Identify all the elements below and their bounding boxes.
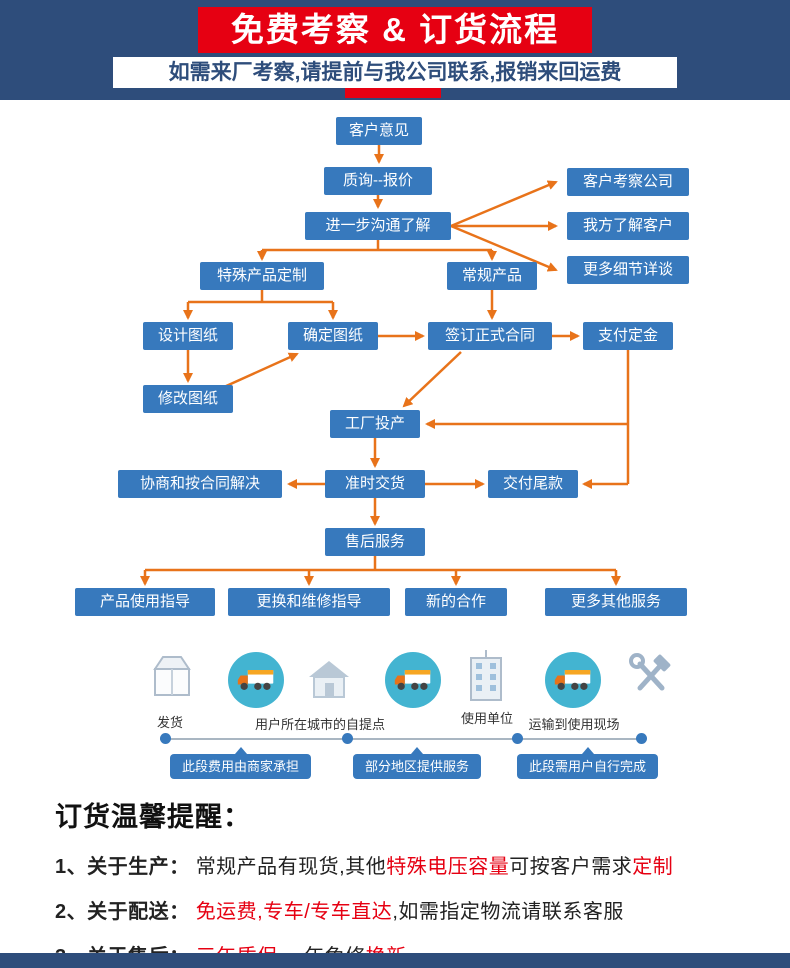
- logistics-strip: 发货 用户所在城市的自提点 使用单位 运输到使用现场 此段费用由商家承担 部分地…: [0, 640, 790, 800]
- flow-node-on-time-delivery: 准时交货: [325, 470, 425, 498]
- notes-section: 订货温馨提醒： 1、关于生产： 常规产品有现货,其他特殊电压容量可按客户需求定制…: [55, 795, 765, 968]
- flow-node-new-cooperation: 新的合作: [405, 588, 507, 616]
- segment-label-merchant-cost: 此段费用由商家承担: [170, 747, 312, 779]
- header-banner: 免费考察 & 订货流程 如需来厂考察,请提前与我公司联系,报销来回运费: [0, 0, 790, 100]
- note-item-delivery: 2、关于配送： 免运费,专车/专车直达,如需指定物流请联系客服: [55, 895, 765, 924]
- note-text-highlight: 定制: [632, 856, 674, 878]
- note-item-production: 1、关于生产： 常规产品有现货,其他特殊电压容量可按客户需求定制: [55, 850, 765, 879]
- note-prefix: 2、关于配送：: [55, 901, 190, 923]
- page-title: 免费考察 & 订货流程: [198, 7, 592, 53]
- stage-label-shipping: 发货: [156, 715, 183, 730]
- note-text: 常规产品有现货,其他: [195, 856, 387, 878]
- delivery-truck-icon: [228, 652, 284, 708]
- flow-node-regular-product: 常规产品: [447, 262, 537, 290]
- segment-label-user-complete: 此段需用户自行完成: [517, 747, 659, 779]
- delivery-truck-icon: [545, 652, 601, 708]
- building-icon: [466, 648, 506, 707]
- timeline-dot: [512, 733, 523, 744]
- flow-node-negotiate-contract: 协商和按合同解决: [118, 470, 282, 498]
- delivery-truck-icon: [385, 652, 441, 708]
- footer-bar: [0, 953, 790, 968]
- flow-node-after-sales-service: 售后服务: [325, 528, 425, 556]
- flow-node-repair-guidance: 更换和维修指导: [228, 588, 390, 616]
- note-text: 可按客户需求: [509, 856, 633, 878]
- flow-node-understand-customer: 我方了解客户: [567, 212, 689, 240]
- flow-node-usage-guidance: 产品使用指导: [75, 588, 215, 616]
- flow-node-custom-product: 特殊产品定制: [200, 262, 324, 290]
- note-text: ,如需指定物流请联系客服: [392, 901, 624, 923]
- repair-tools-icon: [626, 652, 674, 705]
- flow-node-further-communication: 进一步沟通了解: [305, 212, 451, 240]
- notes-heading: 订货温馨提醒：: [55, 802, 251, 832]
- flow-node-design-drawing: 设计图纸: [143, 322, 233, 350]
- flow-node-confirm-drawing: 确定图纸: [288, 322, 378, 350]
- flow-node-inquiry-quote: 质询--报价: [324, 167, 432, 195]
- timeline-dot: [342, 733, 353, 744]
- note-prefix: 1、关于生产：: [55, 856, 190, 878]
- flow-node-pay-deposit: 支付定金: [583, 322, 673, 350]
- flow-node-modify-drawing: 修改图纸: [143, 385, 233, 413]
- segment-label-partial-service: 部分地区提供服务: [353, 747, 482, 779]
- flow-node-customer-opinion: 客户意见: [336, 117, 422, 145]
- flow-node-more-details: 更多细节详谈: [567, 256, 689, 284]
- stage-label-transport-site: 运输到使用现场: [528, 717, 620, 732]
- house-icon: [306, 658, 352, 705]
- note-text-highlight: 免运费,专车/专车直达: [195, 901, 393, 923]
- flow-node-customer-visit-company: 客户考察公司: [567, 168, 689, 196]
- flow-node-sign-contract: 签订正式合同: [428, 322, 552, 350]
- flow-node-pay-balance: 交付尾款: [488, 470, 578, 498]
- page-subtitle: 如需来厂考察,请提前与我公司联系,报销来回运费: [113, 57, 677, 88]
- note-text-highlight: 特殊电压容量: [386, 856, 510, 878]
- package-icon: [146, 650, 198, 705]
- stage-label-user-unit: 使用单位: [460, 711, 513, 726]
- order-flowchart: 客户意见 质询--报价 进一步沟通了解 客户考察公司 我方了解客户 更多细节详谈…: [0, 100, 790, 640]
- timeline-line: [160, 738, 644, 740]
- red-accent-bar: [345, 88, 441, 98]
- flow-node-factory-production: 工厂投产: [330, 410, 420, 438]
- timeline-dot: [160, 733, 171, 744]
- flow-node-more-services: 更多其他服务: [545, 588, 687, 616]
- timeline-dot: [636, 733, 647, 744]
- stage-label-pickup-point: 用户所在城市的自提点: [254, 717, 385, 732]
